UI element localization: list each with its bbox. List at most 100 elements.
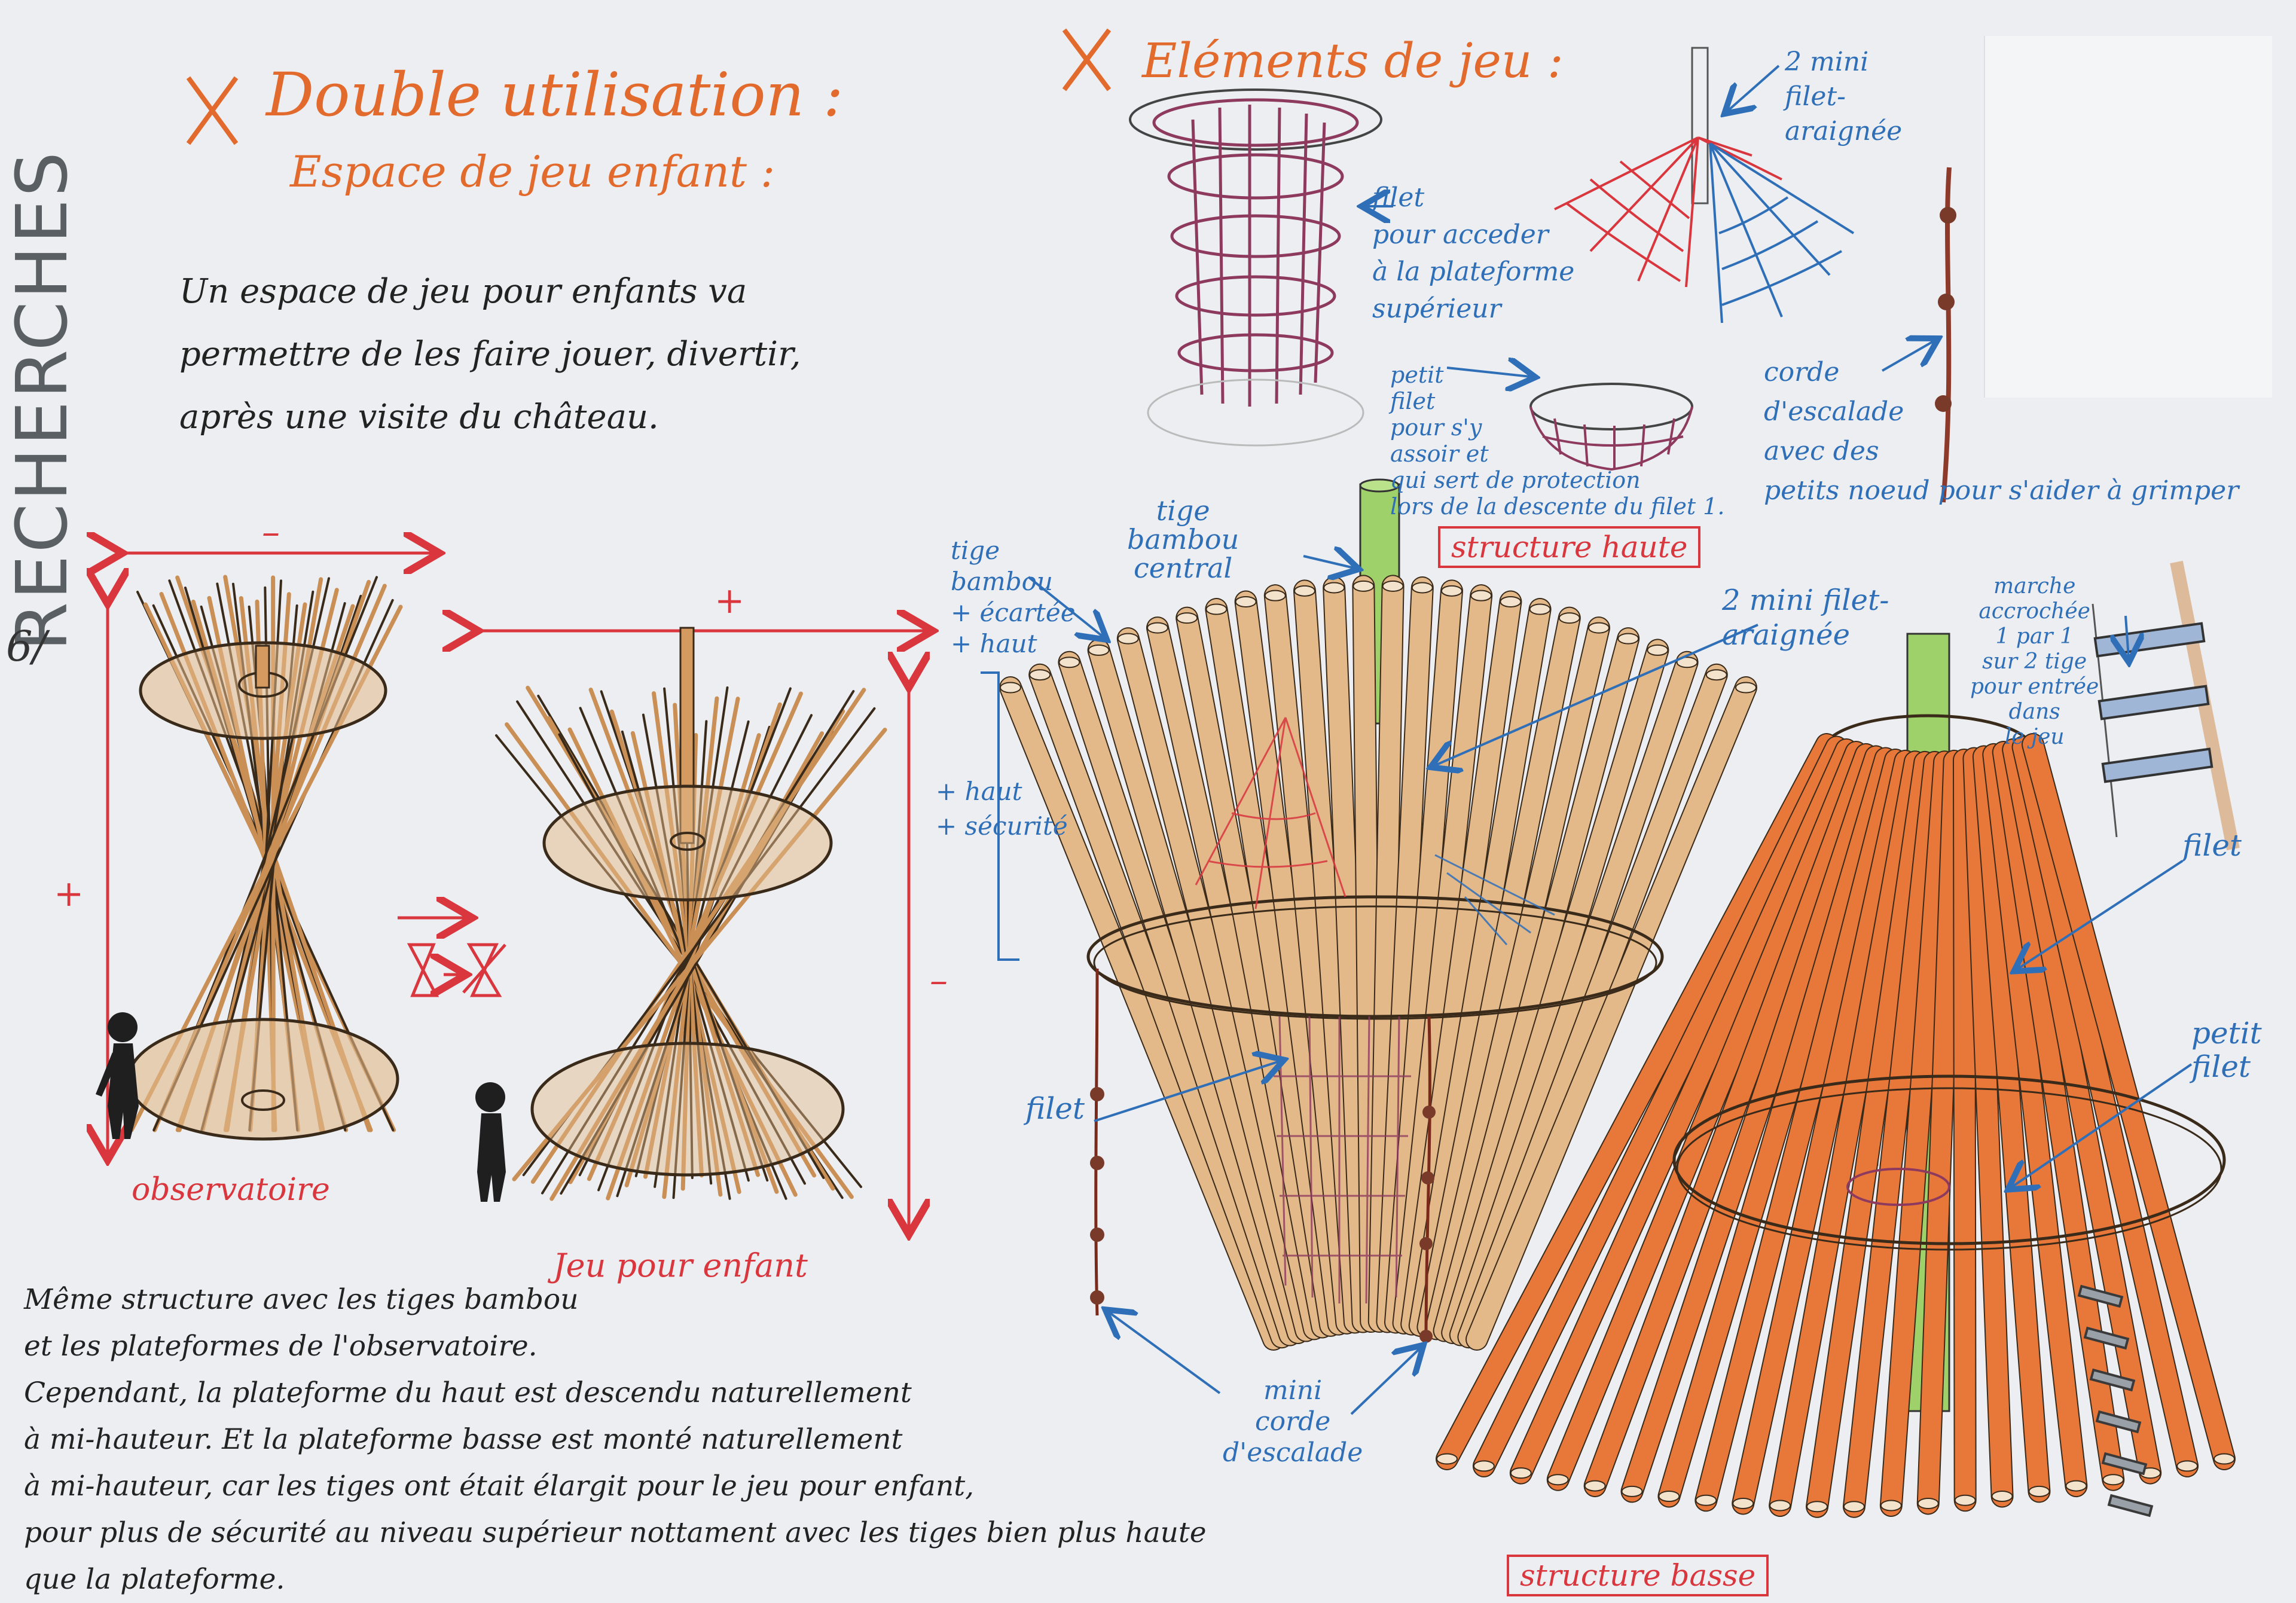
page-number: 6/ bbox=[6, 622, 47, 671]
bamboo-tube-orange bbox=[1473, 737, 1847, 1476]
bamboo-tube bbox=[1467, 677, 1756, 1349]
bamboo-tube-end bbox=[1529, 603, 1551, 615]
bamboo-tube-orange-end bbox=[2102, 1474, 2124, 1486]
filet-cylinder-sketch bbox=[1129, 88, 1382, 447]
section-title-left: Double utilisation : bbox=[266, 60, 844, 130]
bamboo-tube bbox=[1418, 607, 1580, 1338]
bamboo-tube-orange-end bbox=[1917, 1497, 1939, 1509]
bamboo-tube-orange bbox=[1918, 750, 1965, 1514]
label-mini-filet-mid: 2 mini filet- araignée bbox=[1722, 584, 1889, 652]
label-filet-left: filet bbox=[1025, 1091, 1085, 1126]
bamboo-tube-end bbox=[1588, 622, 1610, 634]
bamboo-tube-orange bbox=[1733, 750, 1916, 1514]
label-petit-filet: petit filet pour s'y assoir et qui sert … bbox=[1390, 362, 1725, 520]
label-structure-basse: structure basse bbox=[1507, 1555, 1769, 1596]
bamboo-tube bbox=[1000, 677, 1284, 1349]
bamboo-tube-orange bbox=[1696, 749, 1906, 1511]
bamboo-tube-orange-end bbox=[1806, 1501, 1828, 1513]
label-corde: corde d'escalade avec des petits noeud p… bbox=[1764, 357, 2239, 506]
bamboo-tube-end bbox=[1735, 682, 1757, 694]
bamboo-tube-orange-end bbox=[1732, 1497, 1754, 1509]
observatoire-drawing bbox=[108, 553, 433, 1154]
bamboo-tube bbox=[1324, 578, 1373, 1332]
bamboo-tube-end bbox=[1382, 580, 1404, 592]
bamboo-tube-orange-end bbox=[2065, 1480, 2087, 1492]
bamboo-tube bbox=[1393, 585, 1492, 1333]
bamboo-tube-orange bbox=[1547, 742, 1867, 1490]
structure-haute-drawing bbox=[999, 478, 1757, 1351]
bamboo-tube-orange-end bbox=[1695, 1494, 1717, 1506]
title-cross-right bbox=[1062, 28, 1112, 91]
bamboo-tube-orange bbox=[2003, 739, 2161, 1483]
title-cross-left bbox=[186, 76, 239, 145]
bamboo-tube-end bbox=[1176, 612, 1198, 624]
bamboo-tube-end bbox=[1441, 585, 1463, 597]
sticky-note bbox=[1984, 36, 2272, 398]
person-silhouette-left bbox=[96, 1012, 139, 1139]
bamboo-tube bbox=[1177, 607, 1333, 1338]
observatoire-label: observatoire bbox=[132, 1172, 330, 1208]
bamboo-tube-end bbox=[1294, 585, 1315, 597]
transition-symbol bbox=[398, 918, 506, 997]
bamboo-tube-end bbox=[1676, 657, 1698, 668]
bamboo-tube-end bbox=[1500, 596, 1522, 607]
bamboo-tube-orange-end bbox=[2176, 1460, 2199, 1472]
bamboo-tube-orange bbox=[1843, 752, 1945, 1517]
person-silhouette-right bbox=[475, 1082, 506, 1202]
bamboo-tube bbox=[1426, 618, 1609, 1339]
bamboo-tube-orange bbox=[2023, 734, 2234, 1469]
side-title: RECHERCHES bbox=[1, 149, 83, 651]
bamboo-tube-end bbox=[1117, 633, 1139, 645]
bamboo-tube-end bbox=[1058, 657, 1080, 668]
bamboo-tube-orange bbox=[1659, 748, 1896, 1507]
bamboo-tube-end bbox=[1647, 644, 1669, 656]
bamboo-tube bbox=[1030, 664, 1292, 1348]
bamboo-tube-orange bbox=[1954, 749, 1976, 1511]
label-structure-haute: structure haute bbox=[1438, 526, 1701, 568]
bamboo-tube bbox=[1369, 576, 1403, 1332]
bamboo-tube-orange bbox=[1973, 746, 2050, 1502]
label-filet-acces: filet pour acceder à la plateforme supér… bbox=[1372, 182, 1575, 324]
bamboo-tube-orange bbox=[1622, 746, 1886, 1502]
bamboo-tube-orange-end bbox=[1547, 1474, 1569, 1486]
bamboo-tube-end bbox=[1088, 644, 1110, 656]
label-filet-right: filet bbox=[2182, 828, 2242, 863]
bamboo-tube-orange-end bbox=[1436, 1453, 1458, 1465]
bamboo-tube bbox=[1088, 640, 1308, 1343]
bamboo-tube-end bbox=[1235, 596, 1257, 607]
bamboo-tube-orange-end bbox=[1510, 1467, 1532, 1479]
bamboo-tube-end bbox=[1000, 682, 1021, 694]
bamboo-tube bbox=[1458, 664, 1727, 1348]
bamboo-tube-orange bbox=[1880, 752, 1955, 1516]
bamboo-tube bbox=[1059, 652, 1300, 1345]
bamboo-tube-end bbox=[1617, 633, 1639, 645]
section-title-right: Eléments de jeu : bbox=[1142, 33, 1564, 88]
spider-net-sketch bbox=[1554, 47, 1855, 323]
observatoire-height-sign: + bbox=[54, 873, 84, 915]
bamboo-tube-end bbox=[1470, 590, 1492, 601]
bamboo-tube bbox=[1294, 581, 1365, 1333]
bamboo-tube-orange-end bbox=[2213, 1453, 2235, 1465]
bamboo-tube bbox=[1265, 585, 1357, 1333]
bamboo-tube-orange-end bbox=[2028, 1485, 2050, 1497]
section-subtitle-left: Espace de jeu enfant : bbox=[290, 146, 775, 197]
jeu-width-sign: + bbox=[715, 580, 745, 622]
bamboo-stick bbox=[530, 688, 866, 1184]
climbing-rope-sketch bbox=[1935, 167, 1956, 503]
petit-filet-basket bbox=[1529, 383, 1693, 471]
jeu-enfant-drawing bbox=[472, 628, 927, 1229]
bamboo-tube-end bbox=[1558, 612, 1580, 624]
label-plus-haut: + haut + sécurité bbox=[936, 777, 1068, 841]
bamboo-tube-end bbox=[1323, 582, 1345, 594]
bamboo-tube bbox=[1118, 628, 1317, 1341]
bamboo-tube bbox=[1377, 578, 1433, 1332]
annotation-arrows bbox=[981, 65, 2193, 1415]
bamboo-stick bbox=[606, 702, 782, 1201]
bamboo-tube-end bbox=[1352, 580, 1375, 592]
label-mini-filet-top: 2 mini filet- araignée bbox=[1785, 47, 1903, 146]
bamboo-tube-end bbox=[1705, 669, 1727, 681]
jeu-height-sign: – bbox=[930, 960, 948, 1002]
bamboo-stick bbox=[643, 697, 740, 1179]
description-text: Même structure avec les tiges bambou et … bbox=[24, 1283, 1207, 1596]
